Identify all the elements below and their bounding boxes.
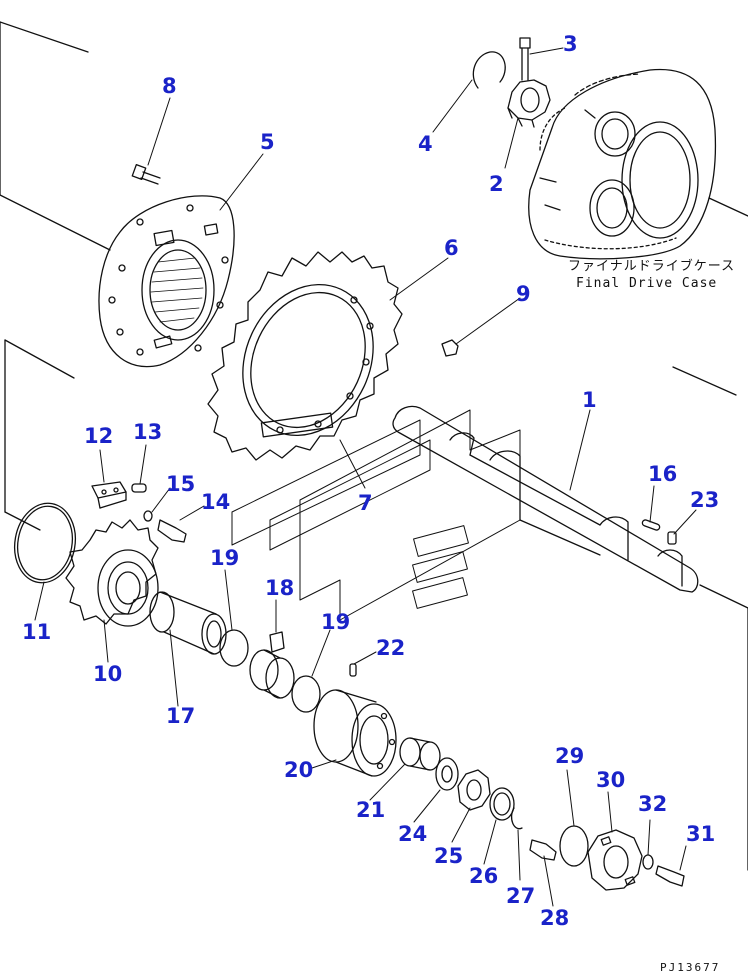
callout-21[interactable]: 21 <box>356 798 386 822</box>
callout-26[interactable]: 26 <box>469 864 499 888</box>
bolt-14 <box>157 519 187 543</box>
housing-20 <box>313 689 397 777</box>
sleeve-17 <box>149 591 227 655</box>
clip-27 <box>510 807 523 830</box>
washer-15 <box>143 510 153 522</box>
callout-23[interactable]: 23 <box>690 488 720 512</box>
callout-31[interactable]: 31 <box>686 822 716 846</box>
callout-27[interactable]: 27 <box>506 884 536 908</box>
bolt-3 <box>519 37 531 81</box>
case-label-english: Final Drive Case <box>576 276 718 291</box>
callout-15[interactable]: 15 <box>166 472 196 496</box>
sprocket-6 <box>207 251 403 461</box>
case-label-japanese: ファイナルドライブケース <box>568 259 736 274</box>
o-ring-11 <box>14 502 76 584</box>
callout-24[interactable]: 24 <box>398 822 428 846</box>
nut-9 <box>441 339 459 357</box>
callout-32[interactable]: 32 <box>638 792 668 816</box>
washer-24 <box>435 757 459 791</box>
callout-8[interactable]: 8 <box>162 74 177 98</box>
callout-3[interactable]: 3 <box>563 32 578 56</box>
ring-29 <box>559 825 589 867</box>
snap-ring-4 <box>472 51 506 89</box>
callout-28[interactable]: 28 <box>540 906 570 930</box>
final-drive-case <box>528 68 717 260</box>
gear-10 <box>65 519 159 627</box>
callout-11[interactable]: 11 <box>22 620 52 644</box>
callout-30[interactable]: 30 <box>596 768 626 792</box>
drawing-reference: PJ13677 <box>660 961 721 974</box>
callout-19b[interactable]: 19 <box>321 610 351 634</box>
lock-plate-12 <box>91 481 127 509</box>
callout-17[interactable]: 17 <box>166 704 196 728</box>
callout-12[interactable]: 12 <box>84 424 114 448</box>
callout-5[interactable]: 5 <box>260 130 275 154</box>
cover-30 <box>587 829 643 891</box>
leader-lines <box>34 47 697 907</box>
callout-25[interactable]: 25 <box>434 844 464 868</box>
callout-16[interactable]: 16 <box>648 462 678 486</box>
callout-22[interactable]: 22 <box>376 636 406 660</box>
bolt-31 <box>655 865 685 887</box>
pin-13 <box>131 483 147 493</box>
pin-22 <box>349 663 357 677</box>
callout-29[interactable]: 29 <box>555 744 585 768</box>
callout-1[interactable]: 1 <box>582 388 597 412</box>
callout-14[interactable]: 14 <box>201 490 231 514</box>
callout-13[interactable]: 13 <box>133 420 163 444</box>
bolt-28 <box>529 839 557 861</box>
bolt-8 <box>131 164 161 185</box>
pin-16 <box>641 519 661 531</box>
hub-5 <box>98 195 235 368</box>
callout-20[interactable]: 20 <box>284 758 314 782</box>
callout-9[interactable]: 9 <box>516 282 531 306</box>
background-watermark <box>231 409 521 621</box>
nut-2 <box>507 79 551 128</box>
callout-19a[interactable]: 19 <box>210 546 240 570</box>
callout-2[interactable]: 2 <box>489 172 504 196</box>
pin-23 <box>667 531 677 545</box>
callout-4[interactable]: 4 <box>418 132 433 156</box>
frame-lines <box>0 21 748 871</box>
washer-26 <box>489 787 515 821</box>
ring-19b <box>291 675 321 713</box>
callout-18[interactable]: 18 <box>265 576 295 600</box>
washer-32 <box>642 854 654 870</box>
callout-6[interactable]: 6 <box>444 236 459 260</box>
bushing-21 <box>399 737 441 771</box>
ring-19a <box>219 629 249 667</box>
callout-7[interactable]: 7 <box>358 491 373 515</box>
seal-18 <box>249 631 295 699</box>
nut-25 <box>457 769 491 811</box>
callout-10[interactable]: 10 <box>93 662 123 686</box>
